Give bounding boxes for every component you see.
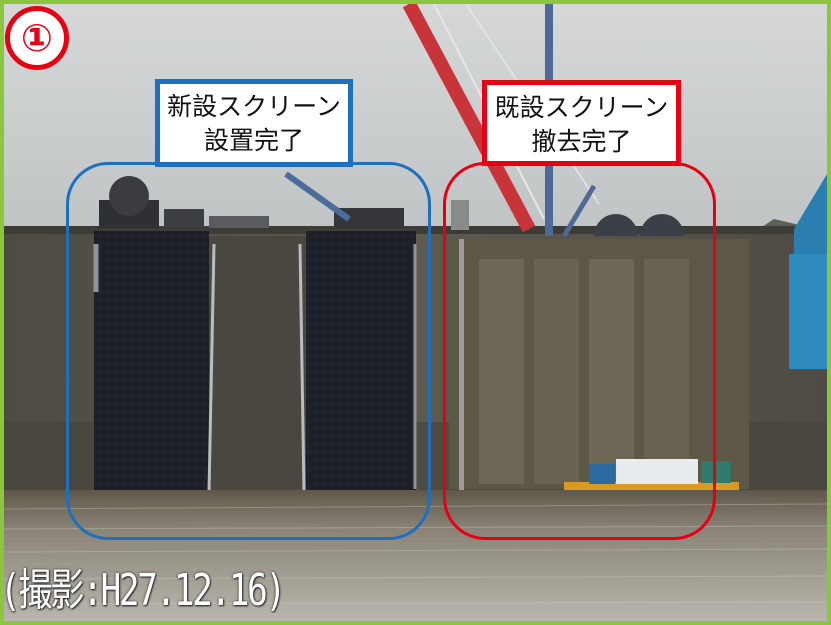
photo-number-badge: ① xyxy=(5,6,69,70)
new-screen-label-line2: 設置完了 xyxy=(203,126,304,155)
work-barge xyxy=(564,459,739,492)
new-screen-highlight xyxy=(66,162,431,540)
old-screen-label-line1: 既設スクリーン xyxy=(494,93,669,122)
old-screen-label: 既設スクリーン 撤去完了 xyxy=(482,80,681,166)
blue-gate xyxy=(789,254,827,369)
new-screen-label-line1: 新設スクリーン xyxy=(167,92,341,121)
mobile-crane xyxy=(284,171,351,222)
old-screen-label-line2: 撤去完了 xyxy=(531,127,632,156)
old-screen-highlight xyxy=(443,162,716,540)
new-screen-right xyxy=(306,231,416,493)
new-screen-left xyxy=(94,231,209,493)
photo-date-caption: (撮影:H27.12.16) xyxy=(0,565,286,616)
new-screen-label: 新設スクリーン 設置完了 xyxy=(155,79,353,167)
